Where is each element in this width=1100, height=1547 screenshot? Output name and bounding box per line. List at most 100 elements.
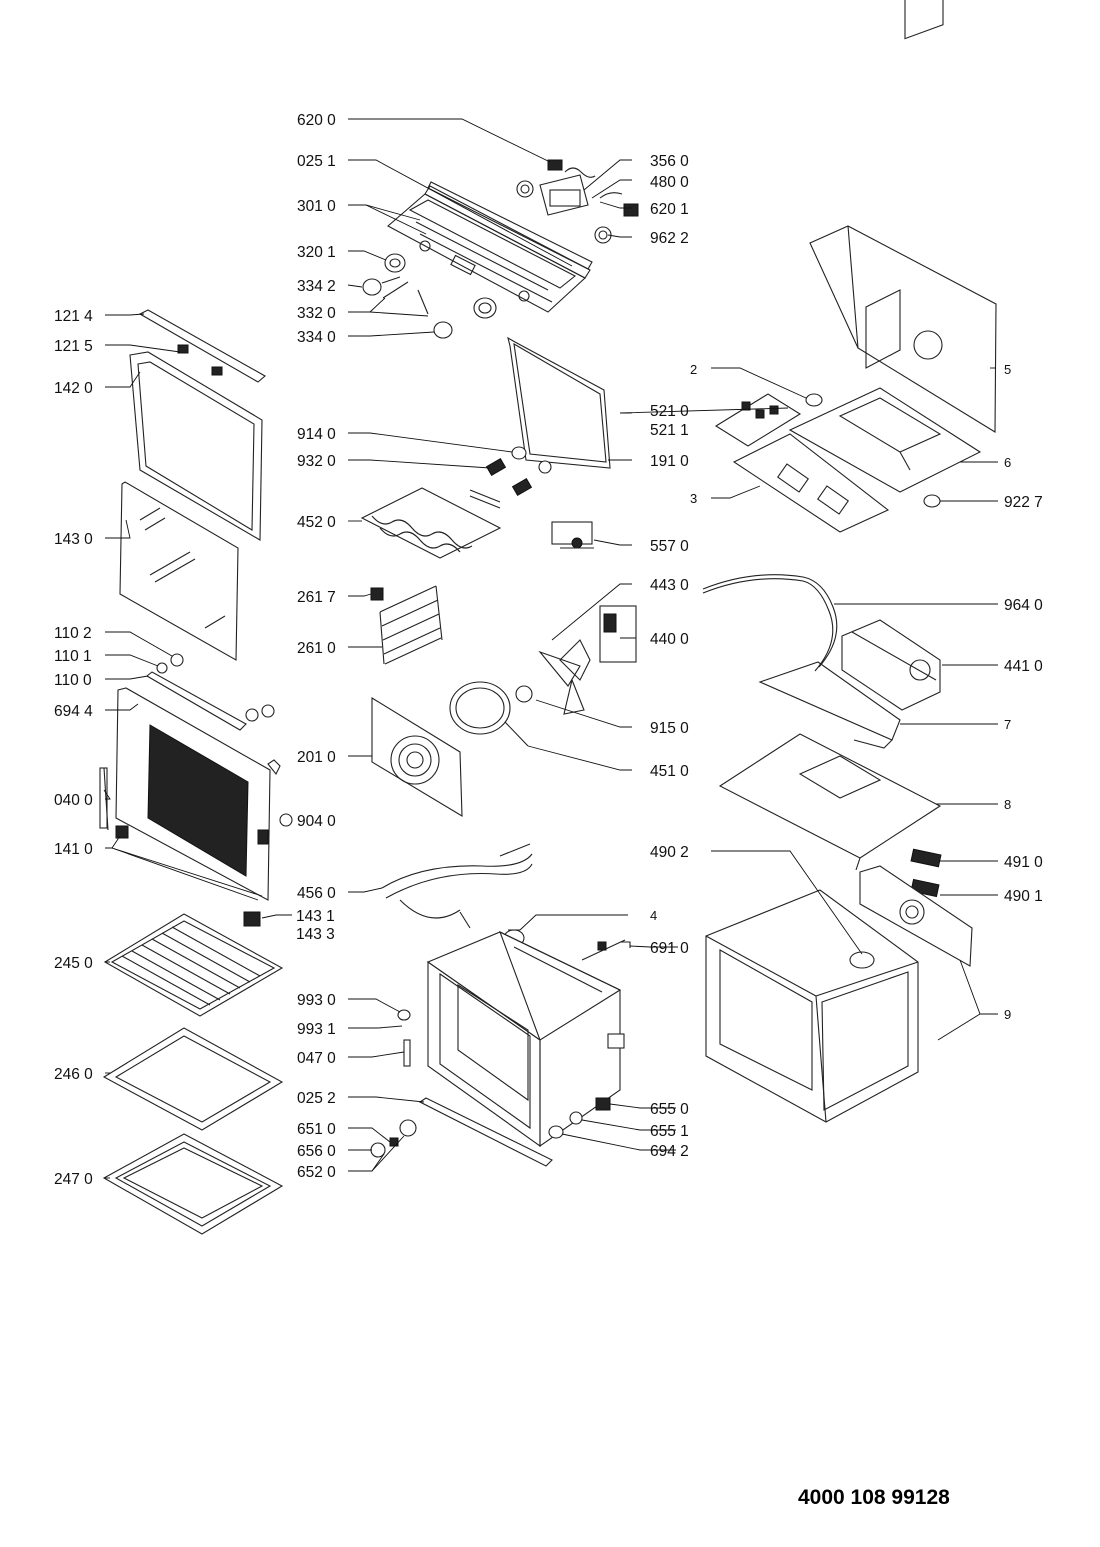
callout-904-0: 904 0 xyxy=(297,813,336,830)
callout-labels: 620 0 025 1 356 0 480 0 301 0 620 1 962 … xyxy=(54,112,1043,1188)
callout-7: 7 xyxy=(1004,717,1011,732)
leader-lines xyxy=(103,118,998,1179)
callout-320-1: 320 1 xyxy=(297,244,336,261)
callout-652-0: 652 0 xyxy=(297,1164,336,1181)
tube-part xyxy=(702,574,838,668)
door-seal-part xyxy=(507,336,611,469)
tube-inner-part xyxy=(702,578,834,672)
callout-261-0: 261 0 xyxy=(297,640,336,657)
callout-932-0: 932 0 xyxy=(297,453,336,470)
top-cover-part xyxy=(809,0,997,433)
wire-rack-part xyxy=(103,913,284,1017)
callout-143-1: 143 1 xyxy=(296,908,335,925)
callout-651-0: 651 0 xyxy=(297,1121,336,1138)
callout-141-0: 141 0 xyxy=(54,841,93,858)
callout-490-2: 490 2 xyxy=(650,844,689,861)
grill-element-part xyxy=(360,487,502,559)
callout-5: 5 xyxy=(1004,362,1011,377)
callout-451-0: 451 0 xyxy=(650,763,689,780)
callout-656-0: 656 0 xyxy=(297,1143,336,1160)
callout-247-0: 247 0 xyxy=(54,1171,93,1188)
callout-962-2: 962 2 xyxy=(650,230,689,247)
callout-334-2: 334 2 xyxy=(297,278,336,295)
back-panel-part xyxy=(859,865,973,967)
callout-993-0: 993 0 xyxy=(297,992,336,1009)
callout-456-0: 456 0 xyxy=(297,885,336,902)
callout-6: 6 xyxy=(1004,455,1011,470)
oven-cavity-part xyxy=(426,930,625,1148)
display-board-part xyxy=(516,159,596,216)
washer-part xyxy=(923,494,941,508)
callout-143-0: 143 0 xyxy=(54,531,93,548)
spacer-part xyxy=(156,653,275,722)
callout-443-0: 443 0 xyxy=(650,577,689,594)
callout-8: 8 xyxy=(1004,797,1011,812)
fan-cover-part xyxy=(371,697,463,817)
callout-245-0: 245 0 xyxy=(54,955,93,972)
callout-356-0: 356 0 xyxy=(650,153,689,170)
callout-480-0: 480 0 xyxy=(650,174,689,191)
fan-assembly-part xyxy=(515,605,637,715)
callout-915-0: 915 0 xyxy=(650,720,689,737)
bottom-element-part xyxy=(381,843,533,929)
callout-964-0: 964 0 xyxy=(1004,597,1043,614)
callout-922-7: 922 7 xyxy=(1004,494,1043,511)
callout-441-0: 441 0 xyxy=(1004,658,1043,675)
circular-element-part xyxy=(449,681,529,747)
callout-110-2: 110 2 xyxy=(54,625,92,642)
fasteners-part xyxy=(377,1009,411,1067)
callout-121-5: 121 5 xyxy=(54,338,93,355)
callout-993-1: 993 1 xyxy=(297,1021,336,1038)
callout-040-0: 040 0 xyxy=(54,792,93,809)
knobs-part xyxy=(362,253,497,339)
bottom-tray-part xyxy=(718,733,942,871)
outer-casing-part xyxy=(705,889,919,1123)
callout-521-0: 521 0 xyxy=(650,403,689,420)
callout-694-2: 694 2 xyxy=(650,1143,689,1160)
callout-047-0: 047 0 xyxy=(297,1050,336,1067)
callout-655-0: 655 0 xyxy=(650,1101,689,1118)
callout-3: 3 xyxy=(690,491,697,506)
callout-110-1: 110 1 xyxy=(54,648,92,665)
circuit-board-part xyxy=(714,393,802,447)
callout-332-0: 332 0 xyxy=(297,305,336,322)
grommet-part xyxy=(805,393,823,407)
bottom-strip-part xyxy=(418,1097,553,1167)
baking-tray-part xyxy=(102,1027,284,1131)
callout-491-0: 491 0 xyxy=(1004,854,1043,871)
glass-bar-part xyxy=(146,671,247,731)
deep-tray-part xyxy=(102,1133,284,1235)
base-plate-part xyxy=(732,433,890,533)
callout-110-0: 110 0 xyxy=(54,672,92,689)
callout-9: 9 xyxy=(1004,1007,1011,1022)
thermostat-part xyxy=(551,521,594,549)
callout-2: 2 xyxy=(690,362,697,377)
callout-246-0: 246 0 xyxy=(54,1066,93,1083)
callout-655-1: 655 1 xyxy=(650,1123,689,1140)
terminal-part xyxy=(910,848,942,898)
hinge-part xyxy=(243,911,261,927)
callout-521-1: 521 1 xyxy=(650,422,689,439)
connector-part xyxy=(485,446,552,497)
callout-490-1: 490 1 xyxy=(1004,888,1043,905)
callout-025-1: 025 1 xyxy=(297,153,336,170)
shelf-support-part xyxy=(370,585,443,665)
callout-191-0: 191 0 xyxy=(650,453,689,470)
door-top-trim-part xyxy=(138,309,266,383)
document-code: 4000 108 99128 xyxy=(798,1486,950,1509)
callout-694-4: 694 4 xyxy=(54,703,93,720)
sensor-part xyxy=(581,939,631,961)
callout-440-0: 440 0 xyxy=(650,631,689,648)
callout-452-0: 452 0 xyxy=(297,514,336,531)
callout-261-7: 261 7 xyxy=(297,589,336,606)
door-switch-part xyxy=(548,1097,611,1139)
callout-4: 4 xyxy=(650,908,657,923)
callout-301-0: 301 0 xyxy=(297,198,336,215)
switch-part xyxy=(594,192,639,244)
outer-glass-part xyxy=(119,481,239,661)
callout-025-2: 025 2 xyxy=(297,1090,336,1107)
inner-glass-part xyxy=(129,351,263,541)
callout-691-0: 691 0 xyxy=(650,940,689,957)
callout-334-0: 334 0 xyxy=(297,329,336,346)
